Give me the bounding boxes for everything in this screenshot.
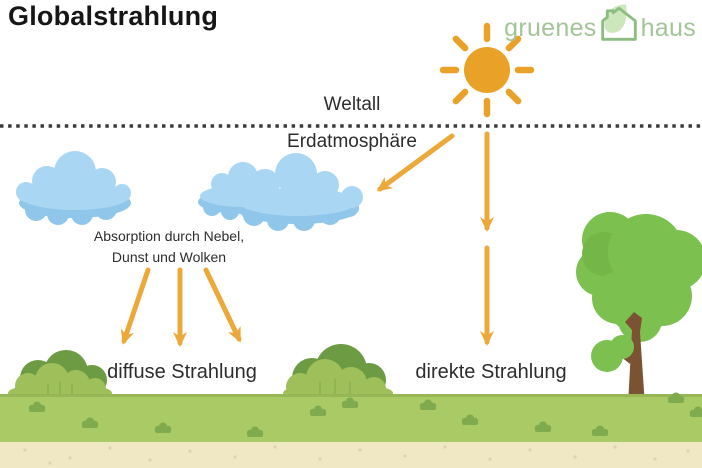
absorption-label-line1: Absorption durch Nebel, bbox=[93, 228, 245, 244]
direct-radiation-label: direkte Strahlung bbox=[415, 361, 567, 383]
logo-word-gruenes: gruenes bbox=[504, 14, 597, 42]
house-leaf-icon bbox=[600, 3, 637, 41]
landscape bbox=[0, 212, 702, 468]
sun-icon bbox=[439, 22, 535, 118]
space-label: Weltall bbox=[323, 94, 381, 115]
atmosphere-label: Erdatmosphäre bbox=[287, 131, 417, 152]
tree bbox=[576, 212, 702, 406]
sand-speckles bbox=[23, 445, 690, 465]
page-title: Globalstrahlung bbox=[8, 1, 219, 31]
sun-to-cloud-arrow bbox=[376, 133, 455, 192]
logo-word-haus: haus bbox=[640, 14, 696, 42]
grass-tufts bbox=[28, 392, 702, 437]
cloud-center-front-icon bbox=[231, 153, 363, 231]
absorption-label: Absorption durch Nebel, Dunst und Wolken bbox=[78, 226, 260, 268]
cloud-left-icon bbox=[16, 151, 131, 225]
diffuse-radiation-arrow-right bbox=[203, 267, 242, 343]
grass-edge bbox=[0, 394, 702, 398]
diffuse-radiation-arrow-left bbox=[120, 267, 151, 345]
absorption-label-line2: Dunst und Wolken bbox=[111, 249, 227, 265]
sand-band bbox=[0, 442, 702, 468]
tree-trunk bbox=[625, 312, 645, 406]
tree-low-foliage bbox=[591, 335, 634, 372]
brand-logo: gruenes haus bbox=[504, 3, 696, 43]
diffuse-radiation-label: diffuse Strahlung bbox=[107, 361, 257, 383]
